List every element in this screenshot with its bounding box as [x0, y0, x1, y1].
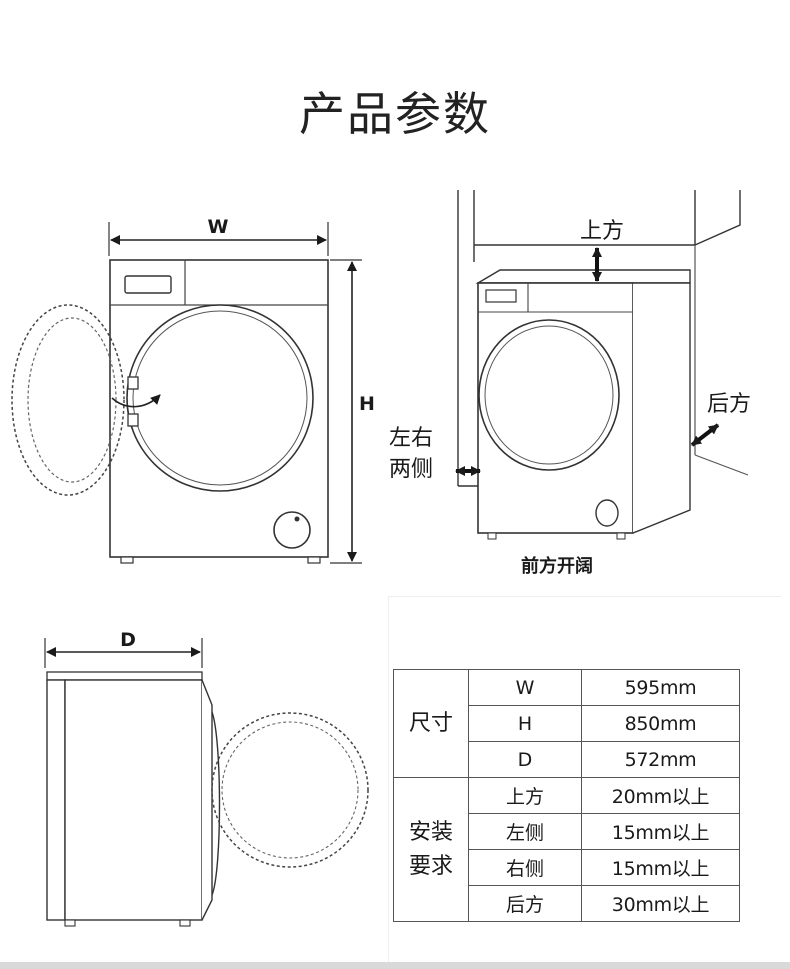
table-row: 尺寸 W 595mm [393, 669, 740, 778]
back-clearance-arrow [690, 423, 720, 447]
front-view: W H [11, 216, 375, 564]
spec-value: 15mm以上 [581, 849, 740, 886]
back-clearance-label: 后方 [707, 392, 751, 417]
top-clearance-label: 上方 [580, 219, 624, 244]
side-view: D [44, 629, 369, 927]
depth-label: D [120, 629, 136, 651]
spec-key: W [468, 669, 582, 706]
table-row: 右侧 15mm以上 [394, 849, 740, 886]
spec-value: 850mm [581, 705, 740, 742]
spec-key: D [468, 741, 582, 778]
table-row: 安装 要求 上方 20mm以上 [393, 777, 740, 922]
spec-key: 上方 [468, 777, 582, 814]
spec-key: 右侧 [468, 849, 582, 886]
spec-value: 30mm以上 [581, 885, 740, 922]
install-group-label-2: 要求 [408, 853, 453, 879]
page-title: 产品参数 [299, 87, 491, 141]
bottom-divider [0, 962, 790, 969]
spec-value: 595mm [581, 669, 740, 706]
spec-table: 尺寸 W 595mm H 850mm D 572mm 安装 要求 上方 20mm… [393, 669, 740, 922]
spec-value: 572mm [581, 741, 740, 778]
spec-table-frame [388, 596, 781, 965]
spec-key: 左侧 [468, 813, 582, 850]
install-group-label-1: 安装 [408, 819, 453, 845]
install-view: 上方 后方 左右 两侧 前方开阔 [389, 190, 751, 577]
front-clearance-label: 前方开阔 [521, 555, 593, 577]
spec-value: 15mm以上 [581, 813, 740, 850]
width-label: W [208, 216, 229, 238]
size-group-cell: 尺寸 [393, 669, 469, 778]
table-row: H 850mm [394, 705, 740, 742]
side-clearance-label-2: 两侧 [389, 457, 433, 482]
spec-key: H [468, 705, 582, 742]
table-row: D 572mm [394, 741, 740, 778]
spec-value: 20mm以上 [581, 777, 740, 814]
table-row: 左侧 15mm以上 [394, 813, 740, 850]
install-group-cell: 安装 要求 [393, 777, 469, 922]
side-clearance-label-1: 左右 [389, 426, 433, 451]
height-label: H [359, 393, 375, 415]
spec-key: 后方 [468, 885, 582, 922]
table-row: 后方 30mm以上 [394, 885, 740, 922]
